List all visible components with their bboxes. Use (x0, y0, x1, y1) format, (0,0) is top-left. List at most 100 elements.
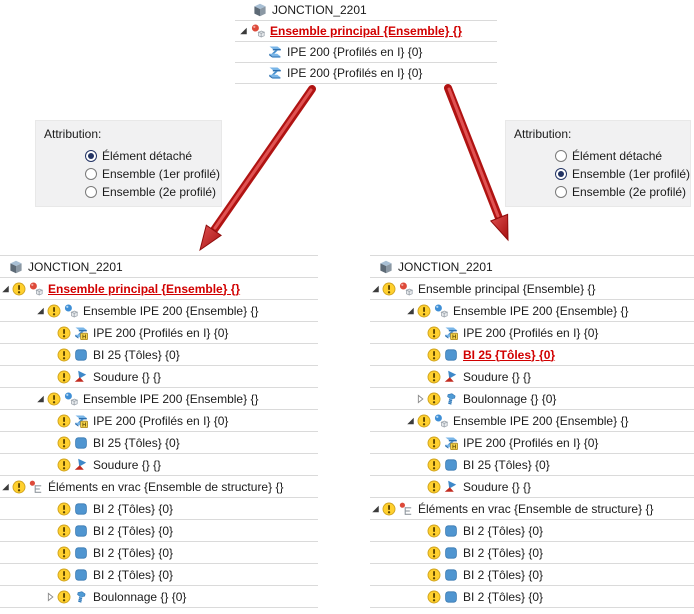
expander-open-icon[interactable] (371, 504, 380, 514)
tree-row[interactable]: Ensemble IPE 200 {Ensemble} {} (370, 300, 694, 322)
warning-icon (427, 392, 441, 406)
expander-open-icon[interactable] (36, 306, 45, 316)
radio-option[interactable]: Élément détaché (555, 147, 682, 165)
tree-item-label: BI 2 {Tôles} {0} (93, 545, 174, 560)
tree-row[interactable]: BI 25 {Tôles} {0} (370, 454, 694, 476)
warning-icon (427, 348, 441, 362)
expander-open-icon[interactable] (406, 306, 415, 316)
expander-slot (416, 460, 425, 470)
radio-option[interactable]: Élément détaché (85, 147, 213, 165)
tree-item-label: Éléments en vrac {Ensemble de structure}… (48, 479, 284, 494)
tree-row[interactable]: Boulonnage {} {0} (0, 586, 318, 608)
tree-row[interactable]: BI 25 {Tôles} {0} (370, 344, 694, 366)
tree-row[interactable]: Éléments en vrac {Ensemble de structure}… (0, 476, 318, 498)
tree-item-label: IPE 200 {Profilés en I} {0} (93, 325, 229, 340)
tree-item-label: IPE 200 {Profilés en I} {0} (287, 45, 423, 59)
tree-item-label: Ensemble principal {Ensemble} {} (48, 281, 241, 296)
tree-row[interactable]: BI 25 {Tôles} {0} (0, 432, 318, 454)
tree-row[interactable]: BI 2 {Tôles} {0} (0, 498, 318, 520)
tree-row[interactable]: BI 2 {Tôles} {0} (0, 520, 318, 542)
expander-open-icon[interactable] (36, 394, 45, 404)
expander-open-icon[interactable] (1, 482, 10, 492)
weld-icon (443, 370, 459, 384)
tree-row[interactable]: Ensemble principal {Ensemble} {} (0, 278, 318, 300)
radio-option[interactable]: Ensemble (1er profilé) (85, 165, 220, 183)
tree-row[interactable]: Ensemble principal {Ensemble} {} (370, 278, 694, 300)
radio-option-label: Ensemble (2e profilé) (572, 185, 687, 199)
ensemble-blue-icon (63, 392, 79, 406)
warning-icon (57, 502, 71, 516)
expander-slot (416, 438, 425, 448)
warning-icon (427, 568, 441, 582)
tree-row[interactable]: Éléments en vrac {Ensemble de structure}… (370, 498, 694, 520)
expander-slot (416, 526, 425, 536)
warning-icon (57, 590, 71, 604)
radio-option[interactable]: Ensemble (2e profilé) (555, 183, 686, 201)
tree-row[interactable]: Ensemble principal {Ensemble} {} (235, 21, 497, 42)
tree-row[interactable]: Ensemble IPE 200 {Ensemble} {} (0, 300, 318, 322)
tree-row[interactable]: BI 25 {Tôles} {0} (0, 344, 318, 366)
tree-row[interactable]: BI 2 {Tôles} {0} (370, 564, 694, 586)
tree-row[interactable]: Soudure {} {} (0, 366, 318, 388)
expander-closed-icon[interactable] (416, 393, 425, 404)
tree-row[interactable]: BI 2 {Tôles} {0} (0, 542, 318, 564)
tree-row[interactable]: BI 2 {Tôles} {0} (370, 586, 694, 608)
expander-open-icon[interactable] (1, 284, 10, 294)
warning-icon (47, 392, 61, 406)
panel-title: Attribution: (514, 127, 572, 141)
expander-closed-icon[interactable] (46, 591, 55, 602)
radio-button-selected[interactable] (555, 168, 567, 180)
tree-item-label: Éléments en vrac {Ensemble de structure}… (418, 501, 654, 516)
plate-icon (73, 546, 89, 560)
tree-row[interactable]: BI 2 {Tôles} {0} (0, 564, 318, 586)
radio-button[interactable] (555, 186, 567, 198)
tree-row[interactable]: BI 2 {Tôles} {0} (370, 520, 694, 542)
radio-option-label: Ensemble (1er profilé) (572, 167, 691, 181)
tree-row[interactable]: Ensemble IPE 200 {Ensemble} {} (0, 388, 318, 410)
expander-open-icon[interactable] (371, 284, 380, 294)
tree-row[interactable]: IPE 200 {Profilés en I} {0} (235, 63, 497, 84)
plate-icon (443, 458, 459, 472)
tree-item-label: IPE 200 {Profilés en I} {0} (93, 413, 229, 428)
radio-button[interactable] (85, 168, 97, 180)
plate-icon (443, 568, 459, 582)
warning-icon (57, 414, 71, 428)
warning-icon (382, 282, 396, 296)
tree-row[interactable]: BI 2 {Tôles} {0} (370, 542, 694, 564)
radio-option-label: Élément détaché (102, 149, 193, 163)
tree-row[interactable]: JONCTION_2201 (370, 256, 694, 278)
tree-item-label: IPE 200 {Profilés en I} {0} (463, 435, 599, 450)
tree-row[interactable]: Soudure {} {} (370, 476, 694, 498)
expander-slot (416, 482, 425, 492)
tree-row[interactable]: Soudure {} {} (0, 454, 318, 476)
tree-row[interactable]: JONCTION_2201 (235, 0, 497, 21)
radio-button[interactable] (555, 150, 567, 162)
tree-item-label: Ensemble principal {Ensemble} {} (270, 24, 463, 38)
warning-icon (57, 546, 71, 560)
warning-icon (57, 370, 71, 384)
radio-option[interactable]: Ensemble (2e profilé) (85, 183, 216, 201)
tree-item-label: BI 2 {Tôles} {0} (93, 501, 174, 516)
radio-button-selected[interactable] (85, 150, 97, 162)
tree-item-label: BI 2 {Tôles} {0} (463, 523, 544, 538)
tree-row[interactable]: Ensemble IPE 200 {Ensemble} {} (370, 410, 694, 432)
tree-row[interactable]: IPE 200 {Profilés en I} {0} (235, 42, 497, 63)
radio-option-label: Élément détaché (572, 149, 663, 163)
tree-row[interactable]: JONCTION_2201 (0, 256, 318, 278)
tree-row[interactable]: Boulonnage {} {0} (370, 388, 694, 410)
plate-icon (443, 348, 459, 362)
expander-open-icon[interactable] (406, 416, 415, 426)
warning-icon (427, 436, 441, 450)
expander-open-icon[interactable] (239, 26, 248, 36)
warning-icon (427, 326, 441, 340)
tree-row[interactable]: Soudure {} {} (370, 366, 694, 388)
radio-button[interactable] (85, 186, 97, 198)
radio-option[interactable]: Ensemble (1er profilé) (555, 165, 690, 183)
expander-slot (416, 570, 425, 580)
expander-slot (46, 328, 55, 338)
